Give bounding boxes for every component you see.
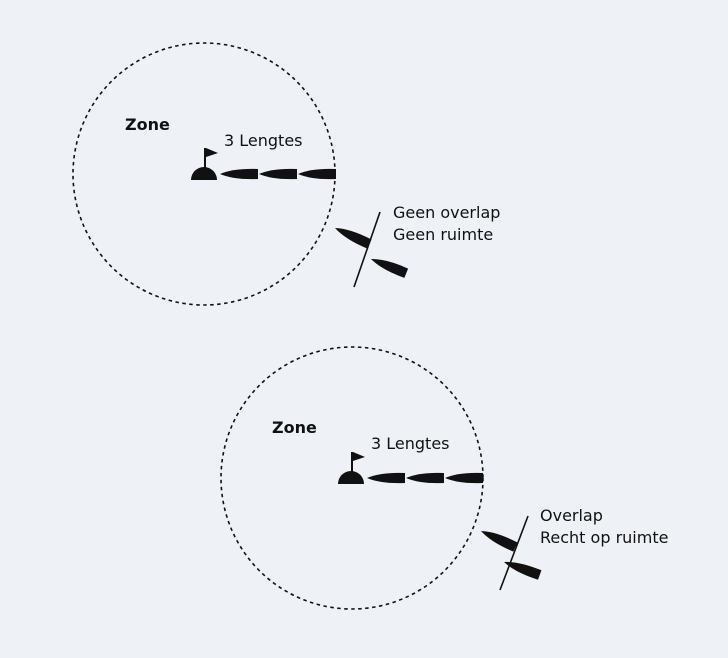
boat-length-icon — [445, 472, 483, 484]
zone-circle — [220, 346, 484, 610]
status-line-2: Geen ruimte — [393, 225, 493, 244]
diagram-no-overlap: Zone 3 Lengtes Geen overlap Geen ruimte — [72, 42, 500, 306]
distance-label: 3 Lengtes — [371, 434, 450, 453]
status-line-2: Recht op ruimte — [540, 528, 668, 547]
overlap-line — [499, 515, 529, 591]
buoy-icon — [191, 148, 218, 180]
boat-length-icon — [220, 168, 258, 180]
status-line-1: Overlap — [540, 506, 603, 525]
buoy-icon — [338, 452, 365, 484]
boat-length-icon — [298, 168, 336, 180]
boat-icon — [478, 526, 518, 552]
boat-icon — [332, 223, 372, 249]
zone-label: Zone — [125, 115, 170, 134]
boat-icon — [369, 254, 409, 279]
status-line-1: Geen overlap — [393, 203, 500, 222]
boat-length-icon — [367, 472, 405, 484]
overlap-line — [353, 211, 381, 288]
diagram-overlap: Zone 3 Lengtes Overlap Recht op ruimte — [220, 346, 668, 610]
zone-label: Zone — [272, 418, 317, 437]
distance-label: 3 Lengtes — [224, 131, 303, 150]
boat-length-icon — [259, 168, 297, 180]
boat-length-icon — [406, 472, 444, 484]
